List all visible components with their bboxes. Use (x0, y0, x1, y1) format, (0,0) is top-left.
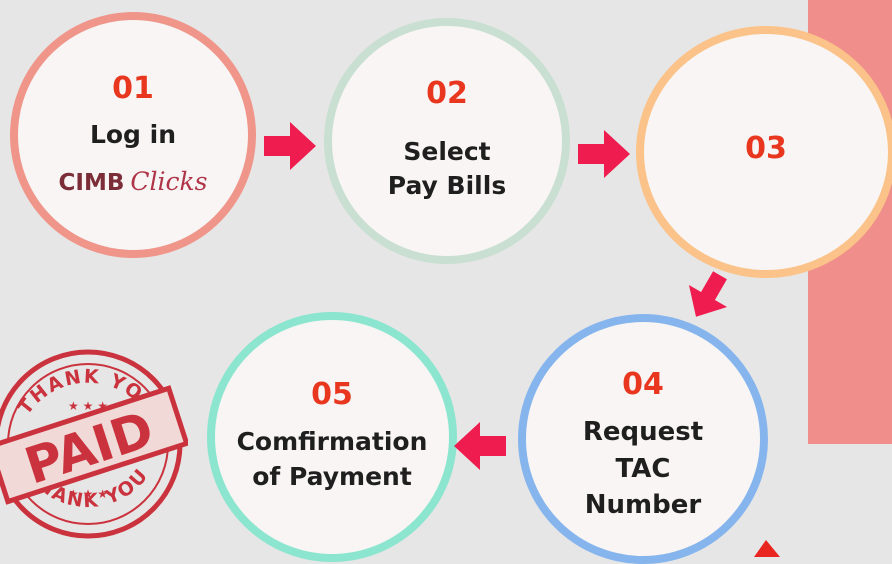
step-1-circle: 01 Log in CIMB Clicks (10, 12, 256, 258)
step-4-number: 04 (622, 366, 664, 402)
step-4-label-line3: Number (584, 490, 702, 521)
arrow-up-icon (754, 540, 780, 557)
step-3-circle: 03 (636, 26, 892, 278)
step-5-label-line1: Comfirmation (236, 426, 428, 456)
arrow-left-icon (454, 422, 506, 470)
step-2-label-line2: Pay Bills (387, 171, 507, 200)
step-5-number: 05 (311, 376, 353, 412)
step-3-number: 03 (745, 131, 787, 166)
cimb-clicks-logo: CIMB Clicks (59, 167, 208, 196)
step-5-label-line2: of Payment (252, 462, 412, 491)
arrow-right-icon (578, 130, 630, 178)
arrow-right-icon (264, 122, 316, 170)
step-2-number: 02 (426, 76, 468, 112)
paid-stamp-icon: THANK YOU THANK YOU PAID ★ ★ ★ ★ ★ ★ (0, 349, 188, 539)
step-5-circle: 05 Comfirmation of Payment (207, 312, 457, 562)
step-2-label-line1: Select (403, 137, 491, 167)
clicks-logo-text: Clicks (130, 167, 208, 197)
svg-text:★ ★ ★: ★ ★ ★ (68, 399, 108, 413)
step-4-label-line2: TAC (615, 453, 671, 484)
step-4-label-line1: Request (582, 416, 704, 447)
arrow-down-left-icon (688, 271, 728, 317)
step-2-circle: 02 Select Pay Bills (324, 18, 570, 264)
step-1-number: 01 (112, 70, 154, 106)
cimb-logo-text: CIMB (58, 170, 125, 197)
step-4-circle: 04 Request TAC Number (518, 314, 768, 564)
svg-text:★ ★ ★: ★ ★ ★ (68, 487, 108, 501)
step-1-label: Log in (89, 119, 177, 149)
